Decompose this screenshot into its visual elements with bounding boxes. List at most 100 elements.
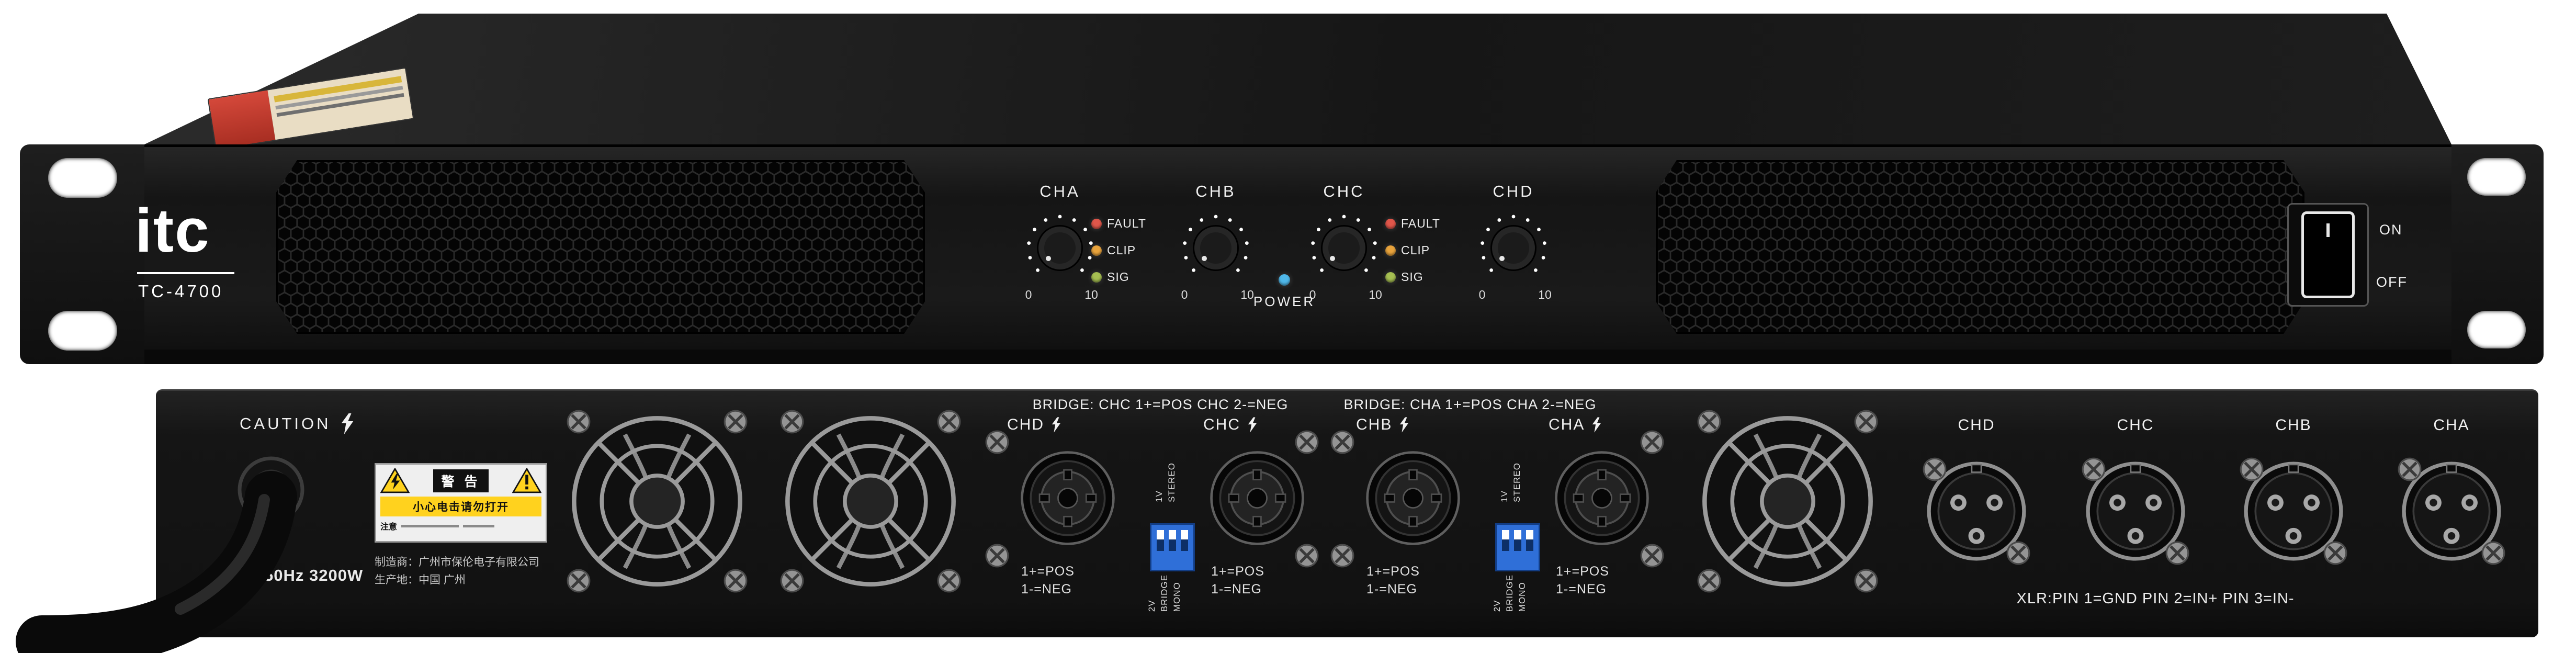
warning-note: 注意 (380, 523, 398, 532)
dip-lever[interactable] (1502, 530, 1509, 551)
dip-label: MONO (1517, 582, 1527, 612)
sig-led (1091, 272, 1102, 283)
channel-chb: CHB 0 10 (1158, 178, 1273, 320)
polarity-note: 1+=POS 1-=NEG (1366, 563, 1420, 599)
speakon-connector-chd (1019, 449, 1116, 547)
screw-icon (936, 568, 962, 593)
chassis-bottom-edge (144, 350, 2451, 364)
screw-icon (2006, 541, 2031, 566)
speakon-label-cha: CHA (1549, 416, 1602, 434)
clip-led-label: CLIP (1401, 243, 1430, 257)
screw-icon (2397, 457, 2422, 482)
brand-logo: itc (135, 196, 210, 265)
knob-max-label: 10 (1538, 288, 1552, 301)
rocker[interactable] (2301, 211, 2355, 298)
xlr-pinout-note: XLR:PIN 1=GND PIN 2=IN+ PIN 3=IN- (2016, 590, 2295, 607)
screw-icon (723, 409, 748, 434)
neg-line: 1-=NEG (1366, 581, 1418, 596)
screw-icon (566, 409, 591, 434)
screw-icon (1640, 543, 1665, 568)
gain-knob-chb[interactable] (1179, 211, 1252, 285)
gain-knob-cha[interactable] (1023, 211, 1097, 285)
screw-icon (2165, 541, 2190, 566)
caution-text: CAUTION (240, 414, 331, 433)
neg-line: 1-=NEG (1021, 581, 1072, 596)
power-led (1279, 274, 1290, 286)
dip-mode-labels-top: 1V STEREO (1499, 463, 1522, 502)
mode-dip-switch-2[interactable] (1495, 523, 1540, 571)
dip-label: 1V (1499, 490, 1509, 502)
dip-mode-labels-bottom: 2V BRIDGE MONO (1147, 575, 1182, 612)
dip-mode-labels-bottom: 2V BRIDGE MONO (1492, 575, 1528, 612)
polarity-note: 1+=POS 1-=NEG (1021, 563, 1075, 599)
warning-title: 警 告 (433, 469, 489, 492)
speakon-label-text: CHB (1356, 416, 1393, 433)
chassis-top-surface (144, 14, 2451, 144)
screw-icon (779, 568, 805, 593)
screw-icon (1854, 568, 1879, 593)
xlr-label-chc: CHC (2117, 416, 2154, 434)
high-voltage-icon (1247, 417, 1258, 433)
screw-icon (2481, 541, 2506, 566)
speakon-connector-chc (1208, 449, 1306, 547)
screw-icon (1922, 457, 1947, 482)
dip-label: BRIDGE (1159, 575, 1169, 612)
polarity-note: 1+=POS 1-=NEG (1211, 563, 1264, 599)
channel-label: CHB (1195, 182, 1236, 200)
rack-ear-right (2451, 144, 2544, 364)
neg-line: 1-=NEG (1556, 581, 1607, 596)
fault-led (1385, 218, 1396, 229)
rocker-on-mark (2326, 223, 2330, 237)
led-cluster-ab: FAULT CLIP SIG (1091, 217, 1146, 284)
channel-chd: CHD 0 10 (1456, 178, 1571, 320)
knob-max-label: 10 (1240, 288, 1254, 301)
fine-print-line (463, 524, 495, 527)
dip-label: 2V (1492, 600, 1502, 612)
dip-lever[interactable] (1514, 530, 1521, 551)
xlr-label-chb: CHB (2275, 416, 2312, 434)
channel-chc: CHC 0 10 (1286, 178, 1402, 320)
cooling-fan (1699, 412, 1877, 590)
neg-line: 1-=NEG (1211, 581, 1262, 596)
dip-label: 2V (1147, 600, 1157, 612)
pos-line: 1+=POS (1021, 564, 1075, 579)
knob-min-label: 0 (1181, 288, 1188, 301)
high-voltage-icon (1591, 417, 1602, 433)
pos-line: 1+=POS (1366, 564, 1420, 579)
channel-label: CHA (1040, 182, 1080, 200)
gain-knob-chd[interactable] (1477, 211, 1550, 285)
fault-led-label: FAULT (1107, 217, 1146, 230)
dip-lever[interactable] (1181, 530, 1188, 551)
screw-icon (936, 409, 962, 434)
cooling-fan (568, 412, 746, 590)
switch-off-label: OFF (2376, 274, 2408, 290)
power-label: POWER (1253, 294, 1316, 309)
knob-min-label: 0 (1025, 288, 1032, 301)
screw-icon (1640, 430, 1665, 455)
fault-led (1091, 218, 1102, 229)
knob-max-label: 10 (1084, 288, 1098, 301)
clip-led (1385, 245, 1396, 256)
power-switch[interactable] (2287, 203, 2369, 307)
speakon-label-text: CHA (1549, 416, 1585, 433)
channel-label: CHC (1323, 182, 1365, 200)
gain-knob-chc[interactable] (1307, 211, 1381, 285)
dip-mode-labels-top: 1V STEREO (1154, 463, 1177, 502)
high-voltage-icon (1398, 417, 1410, 433)
origin-line: 生产地：中国 广州 (375, 573, 466, 586)
dip-lever[interactable] (1169, 530, 1176, 551)
mode-dip-switch-1[interactable] (1150, 523, 1195, 571)
polarity-note: 1+=POS 1-=NEG (1556, 563, 1609, 599)
rack-mount-hole (48, 311, 117, 351)
speakon-label-text: CHC (1203, 416, 1240, 433)
honeycomb-grille-pattern (278, 162, 923, 332)
xlr-label-chd: CHD (1958, 416, 1995, 434)
dip-lever[interactable] (1157, 530, 1164, 551)
dip-lever[interactable] (1526, 530, 1533, 551)
screw-icon (2081, 457, 2106, 482)
bridge-wiring-note-1: BRIDGE: CHC 1+=POS CHC 2-=NEG (1032, 397, 1289, 412)
fault-led-label: FAULT (1401, 217, 1440, 230)
brand-underline (137, 272, 234, 274)
screw-icon (723, 568, 748, 593)
